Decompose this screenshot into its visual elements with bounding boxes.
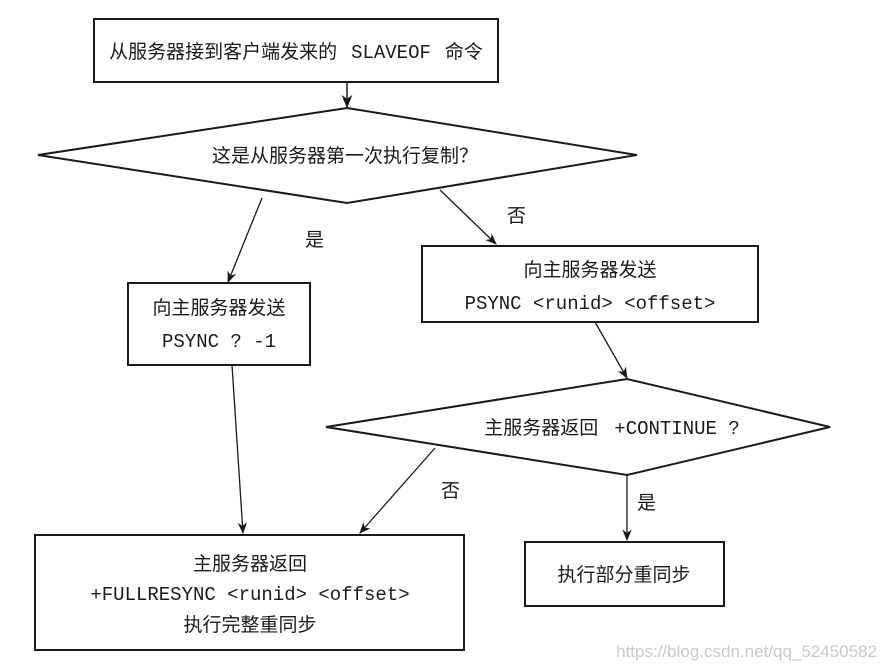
decision-first-text: 这是从服务器第一次执行复制？ [212, 145, 478, 167]
edge-psync-full-to-fullresync [231, 364, 247, 535]
label-first-no: 否 [507, 205, 526, 227]
full-resync-line3: 执行完整重同步 [183, 614, 316, 636]
node-full-resync: 主服务器返回 +FULLRESYNC <runid> <offset> 执行完整… [34, 534, 465, 651]
svg-text:从服务器接到客户端发来的 SLAVEOF: 从服务器接到客户端发来的 SLAVEOF 命令 [109, 41, 483, 64]
svg-text:主服务器返回 +CONTINUE ?: 主服务器返回 +CONTINUE ? [484, 417, 739, 440]
edge-partial-to-continue [594, 321, 628, 380]
label-continue-no: 否 [441, 480, 460, 502]
node-decision-continue: 主服务器返回 +CONTINUE ? [325, 377, 831, 477]
node-partial-resync: 执行部分重同步 [524, 541, 725, 607]
start-text-code: SLAVEOF [351, 42, 431, 64]
node-send-psync-partial: 向主服务器发送 PSYNC <runid> <offset> [421, 245, 759, 323]
full-resync-line1: 主服务器返回 [193, 553, 307, 575]
watermark: https://blog.csdn.net/qq_52450582 [616, 642, 877, 661]
node-start: 从服务器接到客户端发来的 SLAVEOF 命令 [93, 18, 499, 83]
node-decision-first: 这是从服务器第一次执行复制？ [37, 106, 638, 205]
edge-continue-no [359, 447, 436, 534]
decision-continue-text-code: +CONTINUE ? [614, 418, 739, 440]
decision-continue-text-zh: 主服务器返回 [484, 417, 598, 439]
edge-first-yes [227, 197, 263, 284]
send-psync-partial-line1: 向主服务器发送 [523, 259, 656, 281]
label-continue-yes: 是 [637, 492, 656, 514]
send-psync-full-line2: PSYNC ? -1 [162, 331, 276, 353]
send-psync-partial-line2: PSYNC <runid> <offset> [465, 293, 716, 315]
label-first-yes: 是 [305, 229, 324, 251]
edge-first-no [439, 189, 497, 245]
partial-resync-line1: 执行部分重同步 [557, 564, 690, 586]
node-send-psync-full: 向主服务器发送 PSYNC ? -1 [127, 282, 311, 366]
start-text-zh2: 命令 [445, 41, 483, 63]
full-resync-line2: +FULLRESYNC <runid> <offset> [90, 584, 409, 606]
start-text-zh: 从服务器接到客户端发来的 [109, 41, 337, 63]
send-psync-full-line1: 向主服务器发送 [152, 297, 285, 319]
